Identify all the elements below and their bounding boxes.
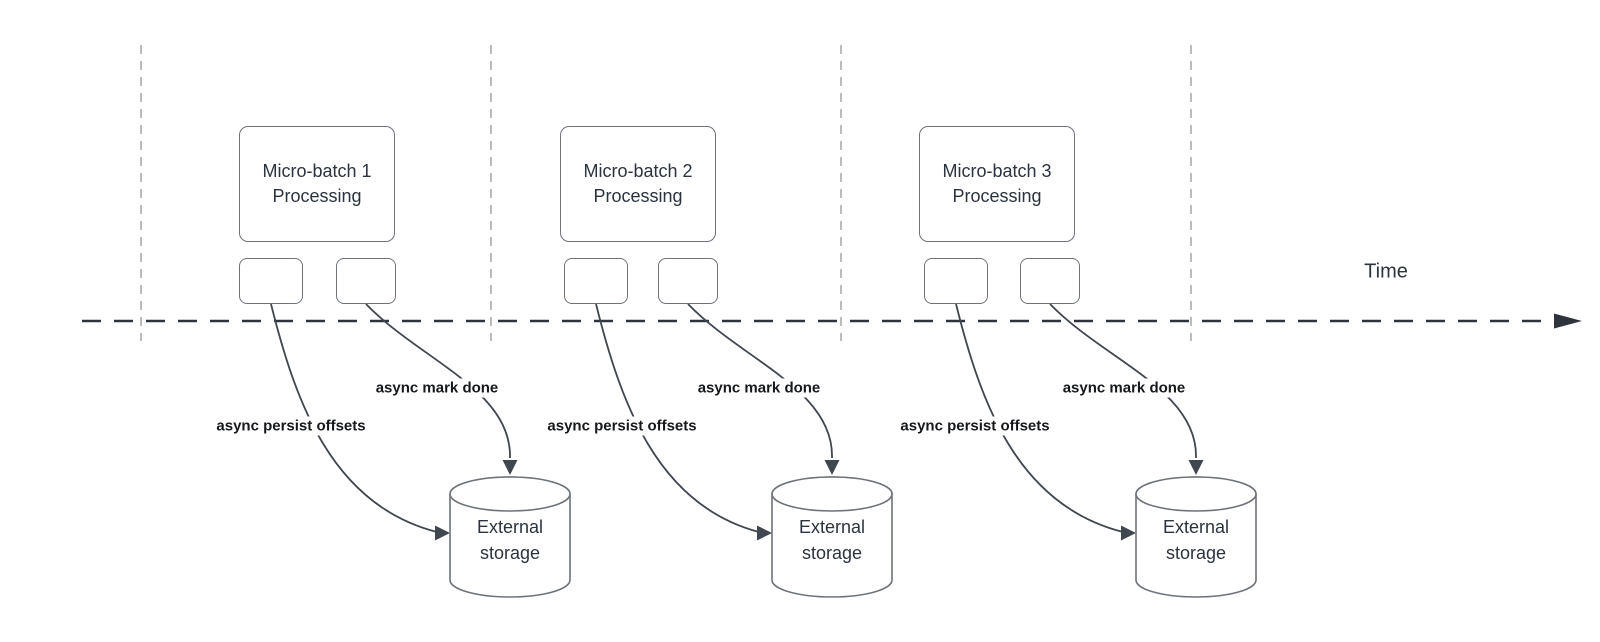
external-storage-label: External storage [798,517,866,563]
storage-cylinder [449,476,571,598]
persist-offsets-task-box [239,258,303,304]
mark-done-task-box [1020,258,1080,304]
persist-offsets-label: async persist offsets [896,416,1054,436]
mark-done-task-box [336,258,396,304]
mark-done-edge [1049,303,1197,459]
persist-offsets-arrowhead [757,525,772,541]
persist-offsets-label: async persist offsets [543,416,701,436]
time-axis-arrowhead [1554,313,1582,329]
persist-offsets-edge [955,303,1124,533]
persist-offsets-arrowhead [1121,525,1136,541]
microbatch-1-process-box: Micro-batch 1 Processing [239,126,395,242]
microbatch-3-process-box: Micro-batch 3 Processing [919,126,1075,242]
mark-done-edge [365,303,511,459]
mark-done-edge [687,303,833,459]
microbatch-2-process-box: Micro-batch 2 Processing [560,126,716,242]
external-storage-label: External storage [476,517,544,563]
cylinder-rim [771,476,893,512]
persist-offsets-task-box [564,258,628,304]
mark-done-task-box [658,258,718,304]
mark-done-arrowhead [1188,460,1204,475]
persist-offsets-edge [595,303,760,533]
mark-done-arrowhead [502,460,518,475]
storage-cylinder [771,476,893,598]
persist-offsets-edge [270,303,438,533]
persist-offsets-task-box [924,258,988,304]
cylinder-rim [1135,476,1257,512]
external-storage-label: External storage [1162,517,1230,563]
mark-done-label: async mark done [1058,378,1190,398]
persist-offsets-arrowhead [435,525,450,541]
mark-done-arrowhead [824,460,840,475]
cylinder-rim [449,476,571,512]
mark-done-label: async mark done [693,378,825,398]
time-axis-label: Time [1364,260,1408,283]
persist-offsets-label: async persist offsets [212,416,370,436]
mark-done-label: async mark done [371,378,503,398]
storage-cylinder [1135,476,1257,598]
